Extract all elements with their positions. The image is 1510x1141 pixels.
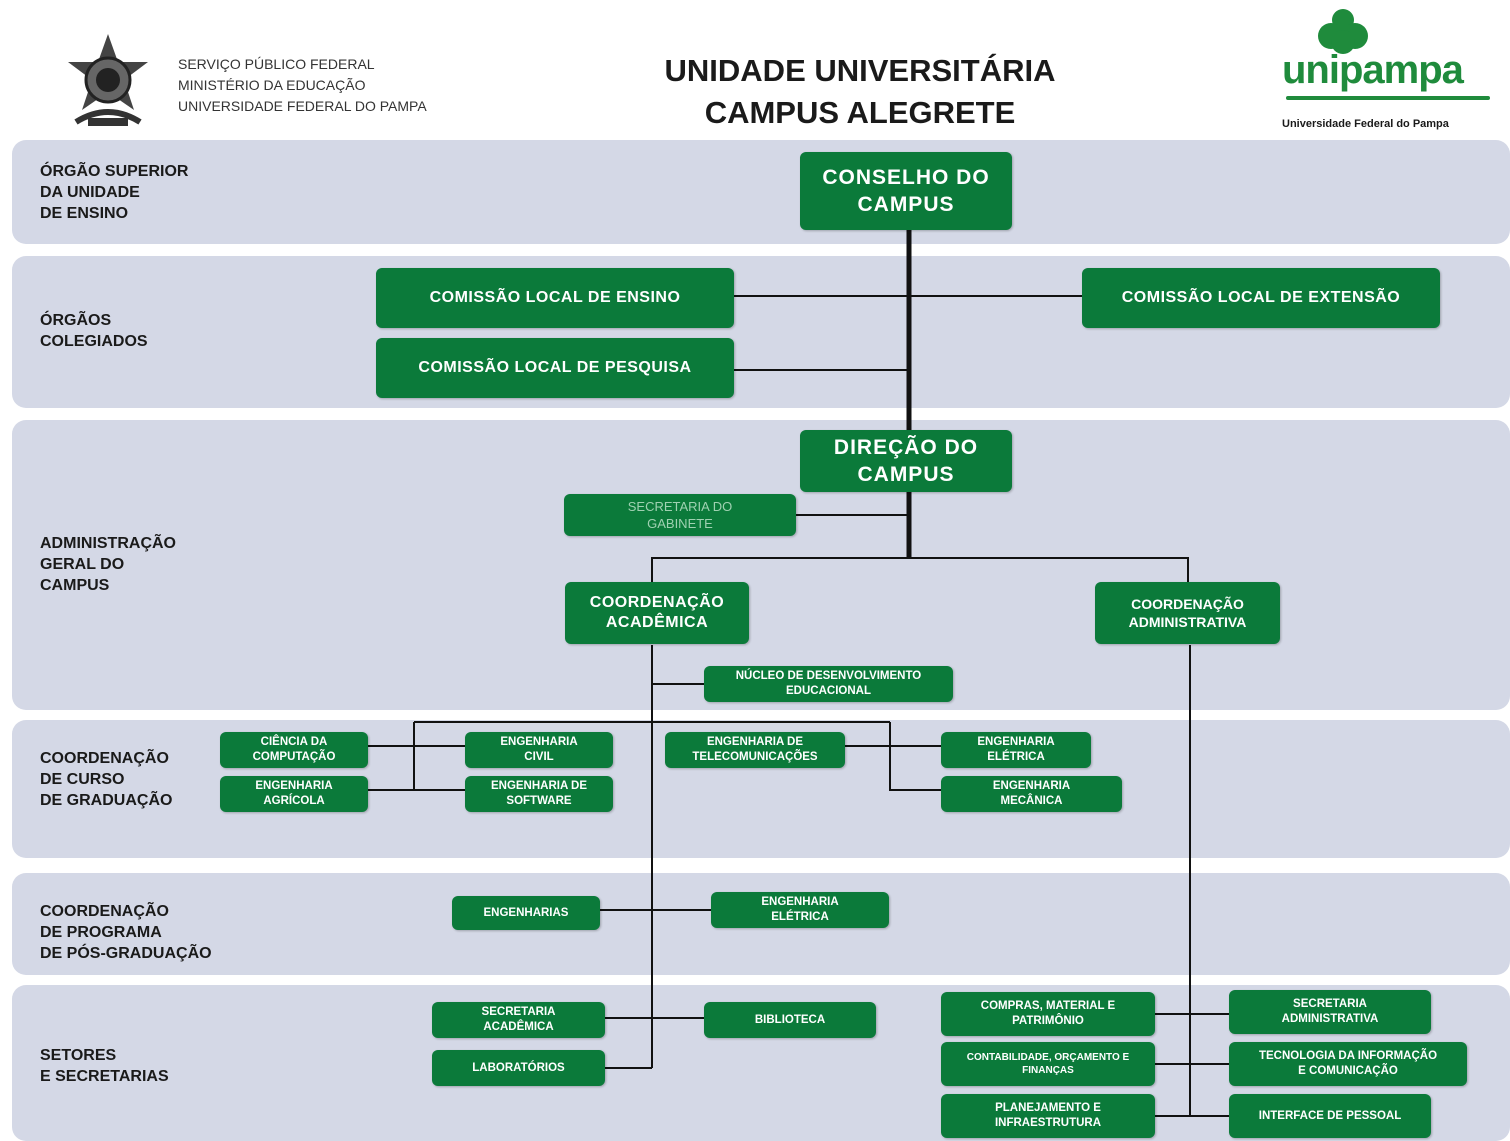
link-mecanica bbox=[889, 722, 941, 791]
row-label-coord-pos: COORDENAÇÃO DE PROGRAMA DE PÓS-GRADUAÇÃO bbox=[40, 903, 212, 962]
row-label-orgaos-colegiados: ÓRGÃOS COLEGIADOS bbox=[40, 312, 148, 350]
logo-underline bbox=[1286, 96, 1490, 100]
box-engenharia-mecanica: ENGENHARIA MECÂNICA bbox=[941, 776, 1122, 812]
box-secretaria-academica: SECRETARIA ACADÊMICA bbox=[432, 1002, 605, 1038]
unipampa-logo: unipampa bbox=[1282, 48, 1464, 92]
box-comissao-local-pesquisa: COMISSÃO LOCAL DE PESQUISA bbox=[376, 338, 734, 398]
box-comissao-local-extensao: COMISSÃO LOCAL DE EXTENSÃO bbox=[1082, 268, 1440, 328]
band-administracao bbox=[12, 420, 1510, 710]
logo-subtitle: Universidade Federal do Pampa bbox=[1282, 118, 1449, 130]
box-engenharia-software: ENGENHARIA DE SOFTWARE bbox=[465, 776, 613, 812]
box-nucleo-desenvolvimento: NÚCLEO DE DESENVOLVIMENTO EDUCACIONAL bbox=[704, 666, 953, 702]
box-secretaria-administrativa: SECRETARIA ADMINISTRATIVA bbox=[1229, 990, 1431, 1034]
box-planejamento-infraestrutura: PLANEJAMENTO E INFRAESTRUTURA bbox=[941, 1094, 1155, 1138]
box-pos-engenharia-eletrica: ENGENHARIA ELÉTRICA bbox=[711, 892, 889, 928]
row-label-orgao-superior: ÓRGÃO SUPERIOR DA UNIDADE DE ENSINO bbox=[40, 163, 189, 222]
box-coordenacao-administrativa: COORDENAÇÃO ADMINISTRATIVA bbox=[1095, 582, 1280, 644]
row-label-setores: SETORES E SECRETARIAS bbox=[40, 1047, 169, 1085]
box-conselho-do-campus: CONSELHO DO CAMPUS bbox=[800, 152, 1012, 230]
link-coordenacoes bbox=[651, 557, 1189, 582]
page-title: UNIDADE UNIVERSITÁRIA CAMPUS ALEGRETE bbox=[664, 53, 1056, 130]
box-laboratorios: LABORATÓRIOS bbox=[432, 1050, 605, 1086]
box-contabilidade-orcamento-financas: CONTABILIDADE, ORÇAMENTO E FINANÇAS bbox=[941, 1042, 1155, 1086]
row-label-coord-graduacao: COORDENAÇÃO DE CURSO DE GRADUAÇÃO bbox=[40, 750, 173, 809]
box-engenharia-civil: ENGENHARIA CIVIL bbox=[465, 732, 613, 768]
band-orgao-superior bbox=[12, 140, 1510, 244]
box-secretaria-gabinete: SECRETARIA DO GABINETE bbox=[564, 494, 796, 536]
unipampa-tree-icon bbox=[1315, 8, 1371, 60]
box-tecnologia-informacao: TECNOLOGIA DA INFORMAÇÃO E COMUNICAÇÃO bbox=[1229, 1042, 1467, 1086]
header-institution-text: SERVIÇO PÚBLICO FEDERAL MINISTÉRIO DA ED… bbox=[178, 56, 427, 114]
box-engenharia-agricola: ENGENHARIA AGRÍCOLA bbox=[220, 776, 368, 812]
box-comissao-local-ensino: COMISSÃO LOCAL DE ENSINO bbox=[376, 268, 734, 328]
box-ciencia-computacao: CIÊNCIA DA COMPUTAÇÃO bbox=[220, 732, 368, 768]
box-engenharias: ENGENHARIAS bbox=[452, 896, 600, 930]
box-coordenacao-academica: COORDENAÇÃO ACADÊMICA bbox=[565, 582, 749, 644]
brasao-emblem bbox=[58, 32, 158, 134]
row-label-administracao: ADMINISTRAÇÃO GERAL DO CAMPUS bbox=[40, 535, 176, 594]
box-engenharia-telecomunicacoes: ENGENHARIA DE TELECOMUNICAÇÕES bbox=[665, 732, 845, 768]
box-direcao-do-campus: DIREÇÃO DO CAMPUS bbox=[800, 430, 1012, 492]
box-compras-material-patrimonio: COMPRAS, MATERIAL E PATRIMÔNIO bbox=[941, 992, 1155, 1036]
box-interface-pessoal: INTERFACE DE PESSOAL bbox=[1229, 1094, 1431, 1138]
box-engenharia-eletrica: ENGENHARIA ELÉTRICA bbox=[941, 732, 1091, 768]
box-biblioteca: BIBLIOTECA bbox=[704, 1002, 876, 1038]
